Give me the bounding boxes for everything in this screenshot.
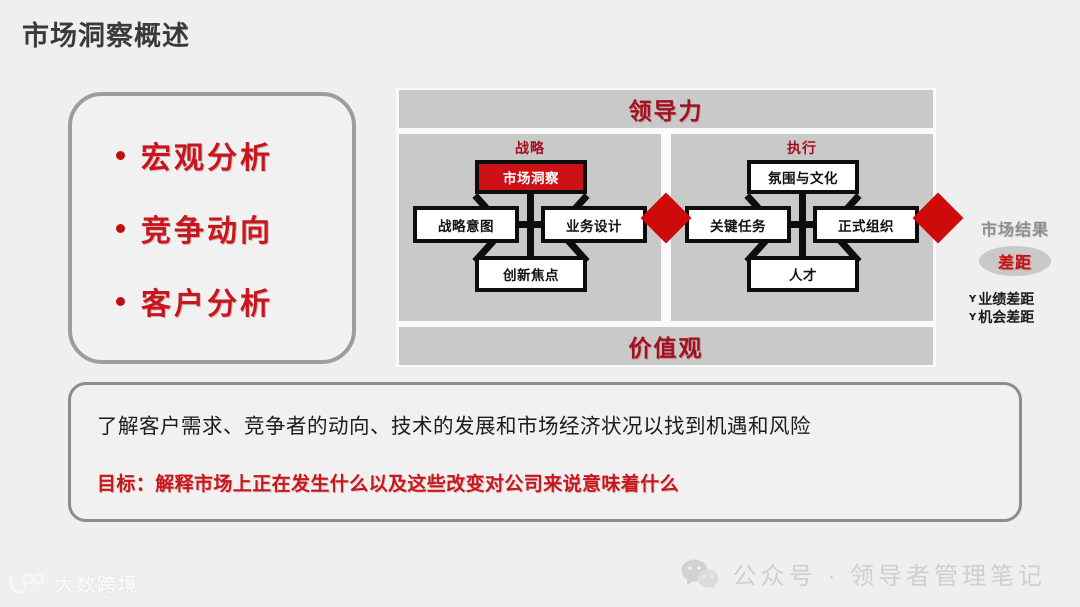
bullet-dot-icon — [116, 296, 125, 306]
blm-diagram: 领导力 战略 市场洞察 战略意图 业务设计 创新焦点 执行 氛围与文化 关键任务… — [396, 88, 964, 367]
description-line-2: 目标：解释市场上正在发生什么以及这些改变对公司来说意味着什么 — [97, 474, 680, 495]
connector-vertical — [527, 190, 534, 266]
list-item: 客户分析 — [72, 279, 352, 323]
gap-item-label: 机会差距 — [978, 309, 1035, 326]
list-item: 宏观分析 — [72, 133, 352, 177]
gap-list: Y 业绩差距 Y 机会差距 — [955, 290, 1075, 326]
brand-watermark: 大数跨境 — [8, 570, 139, 597]
description-line-1: 了解客户需求、竞争者的动向、技术的发展和市场经济状况以找到机遇和风险 — [97, 415, 811, 438]
gap-marker-icon: Y — [969, 311, 977, 323]
node-key-tasks[interactable]: 关键任务 — [685, 206, 791, 243]
bullet-dot-icon — [116, 150, 125, 160]
wechat-icon — [681, 559, 719, 589]
node-business-design[interactable]: 业务设计 — [541, 206, 647, 243]
connector-vertical — [799, 190, 806, 266]
quadrant-execution: 执行 氛围与文化 关键任务 正式组织 人才 — [671, 134, 933, 321]
connector-horizontal — [511, 221, 549, 228]
quadrant-execution-title: 执行 — [787, 140, 817, 156]
bullet-label: 竞争动向 — [141, 215, 273, 248]
node-talent[interactable]: 人才 — [747, 256, 859, 292]
bullet-label: 宏观分析 — [141, 142, 273, 175]
bullet-label: 客户分析 — [141, 288, 273, 321]
brand-logo-icon — [9, 572, 44, 593]
bullets-panel: 宏观分析 竞争动向 客户分析 — [68, 92, 356, 364]
list-item: Y 机会差距 — [969, 308, 1075, 326]
page-title: 市场洞察概述 — [22, 21, 190, 51]
list-item: 竞争动向 — [72, 206, 352, 250]
leadership-label: 领导力 — [628, 98, 704, 124]
gap-marker-icon: Y — [969, 293, 977, 305]
gap-badge-label: 差距 — [997, 255, 1032, 272]
node-innovation-focus[interactable]: 创新焦点 — [475, 256, 587, 292]
market-result-group: 市场结果 差距 Y 业绩差距 Y 机会差距 — [955, 216, 1075, 326]
list-item: Y 业绩差距 — [969, 290, 1075, 308]
node-formal-organization[interactable]: 正式组织 — [813, 206, 919, 243]
gap-badge: 差距 — [979, 246, 1051, 276]
brand-watermark-text: 大数跨境 — [55, 575, 140, 596]
gap-item-label: 业绩差距 — [978, 291, 1035, 307]
quadrant-strategy-title: 战略 — [515, 140, 545, 156]
values-label: 价值观 — [628, 335, 704, 361]
leadership-band: 领导力 — [399, 90, 933, 128]
node-strategic-intent[interactable]: 战略意图 — [413, 206, 519, 243]
node-climate-culture[interactable]: 氛围与文化 — [747, 160, 859, 194]
market-result-label: 市场结果 — [980, 222, 1049, 239]
node-market-insight[interactable]: 市场洞察 — [475, 160, 587, 194]
connector-horizontal — [783, 221, 821, 228]
description-panel: 了解客户需求、竞争者的动向、技术的发展和市场经济状况以找到机遇和风险 目标：解释… — [68, 382, 1022, 522]
bullet-dot-icon — [116, 223, 125, 233]
quadrant-strategy: 战略 市场洞察 战略意图 业务设计 创新焦点 — [399, 134, 661, 321]
footer-watermark-text: 公众号 · 领导者管理笔记 — [732, 563, 1046, 590]
footer-watermark: 公众号 · 领导者管理笔记 — [681, 556, 1046, 591]
values-band: 价值观 — [399, 327, 933, 365]
